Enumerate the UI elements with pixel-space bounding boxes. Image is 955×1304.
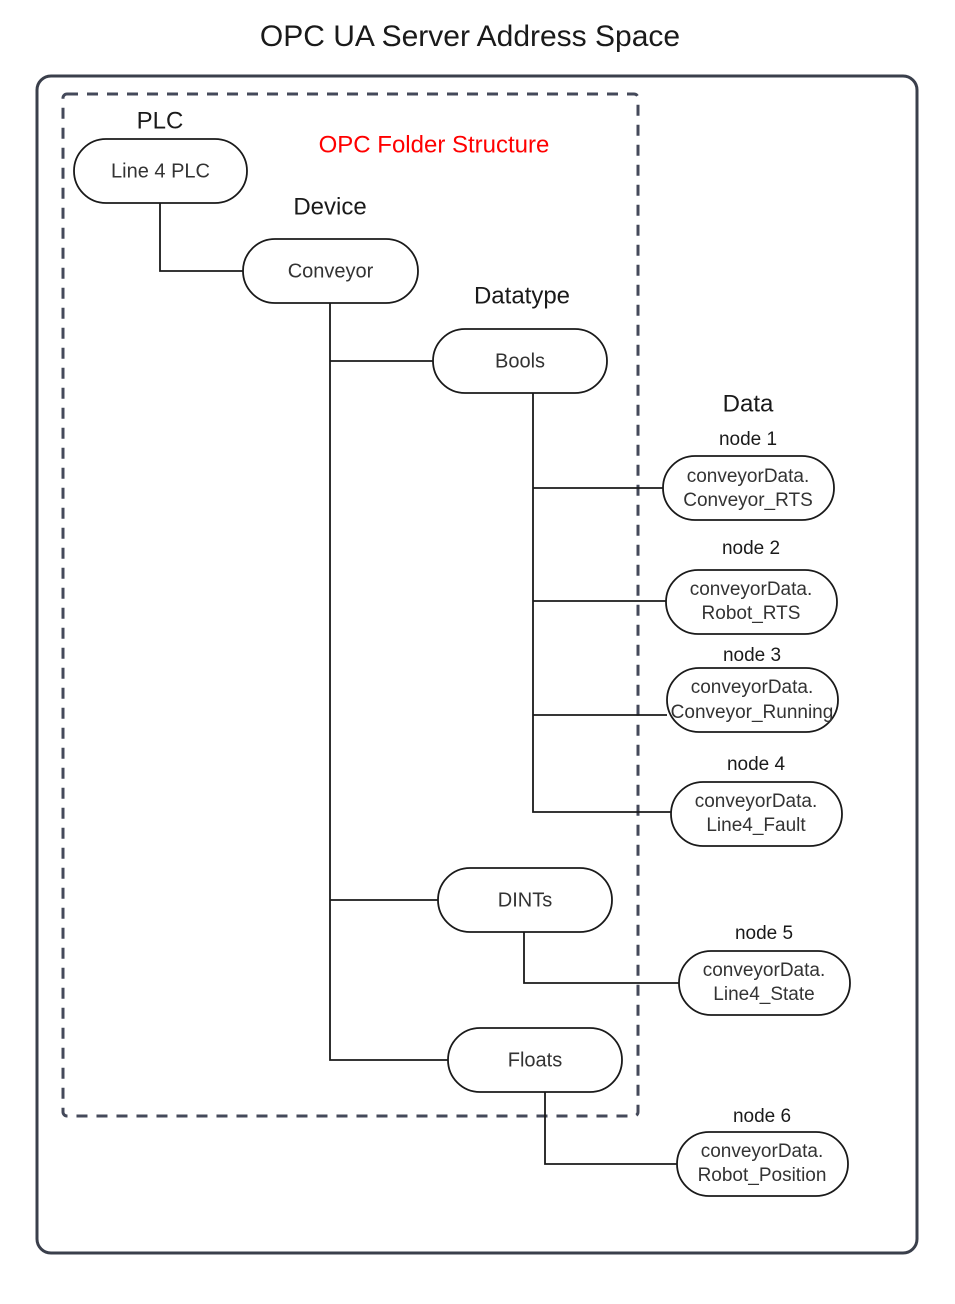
node-conveyor[interactable]: Conveyor [242, 238, 419, 304]
node-robot-position[interactable]: conveyorData. Robot_Position [676, 1131, 849, 1197]
node6-label-line1: conveyorData. [701, 1141, 824, 1162]
node2-label-line1: conveyorData. [690, 579, 813, 600]
node4-label-line1: conveyorData. [695, 791, 818, 812]
group-label-device: Device [293, 193, 366, 220]
outer-frame [35, 74, 919, 1255]
connector-floats-to-node6 [544, 1092, 677, 1165]
node6-caption: node 6 [733, 1106, 791, 1127]
node5-label-line1: conveyorData. [703, 960, 826, 981]
node-bools-box [432, 328, 608, 394]
node3-label-line1: conveyorData. [691, 677, 814, 698]
diagram-subtitle: OPC Folder Structure [319, 131, 550, 158]
node1-label-line1: conveyorData. [687, 466, 810, 487]
group-label-plc: PLC [137, 107, 184, 134]
connector-conveyor-to-floats [329, 303, 448, 1061]
node-dints-label: DINTs [498, 889, 552, 911]
node-bools[interactable]: Bools [432, 328, 608, 394]
node5-box [678, 950, 851, 1016]
node-line4-fault[interactable]: conveyorData. Line4_Fault [670, 781, 843, 847]
opc-folder-dashed-boundary [61, 92, 640, 1118]
node-conveyor-label: Conveyor [288, 260, 374, 282]
connector-dints-to-node5 [523, 932, 679, 984]
node-conveyor-running[interactable]: conveyorData. Conveyor_Running [666, 667, 839, 733]
node-floats[interactable]: Floats [447, 1027, 623, 1093]
node4-box [670, 781, 843, 847]
node2-caption: node 2 [722, 538, 780, 559]
node3-caption: node 3 [723, 645, 781, 666]
node-dints[interactable]: DINTs [437, 867, 613, 933]
node6-label-line2: Robot_Position [698, 1165, 827, 1186]
node1-caption: node 1 [719, 429, 777, 450]
node-bools-label: Bools [495, 350, 545, 372]
node-floats-label: Floats [508, 1049, 562, 1071]
node-line4-plc[interactable]: Line 4 PLC [73, 138, 248, 204]
node5-caption: node 5 [735, 923, 793, 944]
node-line4-plc-label: Line 4 PLC [111, 160, 210, 182]
page-title: OPC UA Server Address Space [260, 20, 680, 53]
node2-label-line2: Robot_RTS [702, 603, 801, 624]
node3-label-line2: Conveyor_Running [671, 702, 834, 723]
group-label-data: Data [723, 390, 774, 417]
node4-label-line2: Line4_Fault [706, 815, 806, 836]
group-label-datatype: Datatype [474, 282, 570, 309]
node3-box [666, 667, 839, 733]
node1-label-line2: Conveyor_RTS [683, 490, 813, 511]
node4-caption: node 4 [727, 754, 786, 775]
node-conveyor-rts[interactable]: conveyorData. Conveyor_RTS [662, 455, 835, 521]
node-conveyor-box [242, 238, 419, 304]
node5-label-line2: Line4_State [713, 984, 814, 1005]
connector-plc-to-conveyor [159, 203, 243, 272]
connector-bools-to-node4 [532, 393, 671, 813]
node6-box [676, 1131, 849, 1197]
node-robot-rts[interactable]: conveyorData. Robot_RTS [665, 569, 838, 635]
node2-box [665, 569, 838, 635]
node-dints-box [437, 867, 613, 933]
node1-box [662, 455, 835, 521]
node-line4-state[interactable]: conveyorData. Line4_State [678, 950, 851, 1016]
node-floats-box [447, 1027, 623, 1093]
node-line4-plc-box [73, 138, 248, 204]
